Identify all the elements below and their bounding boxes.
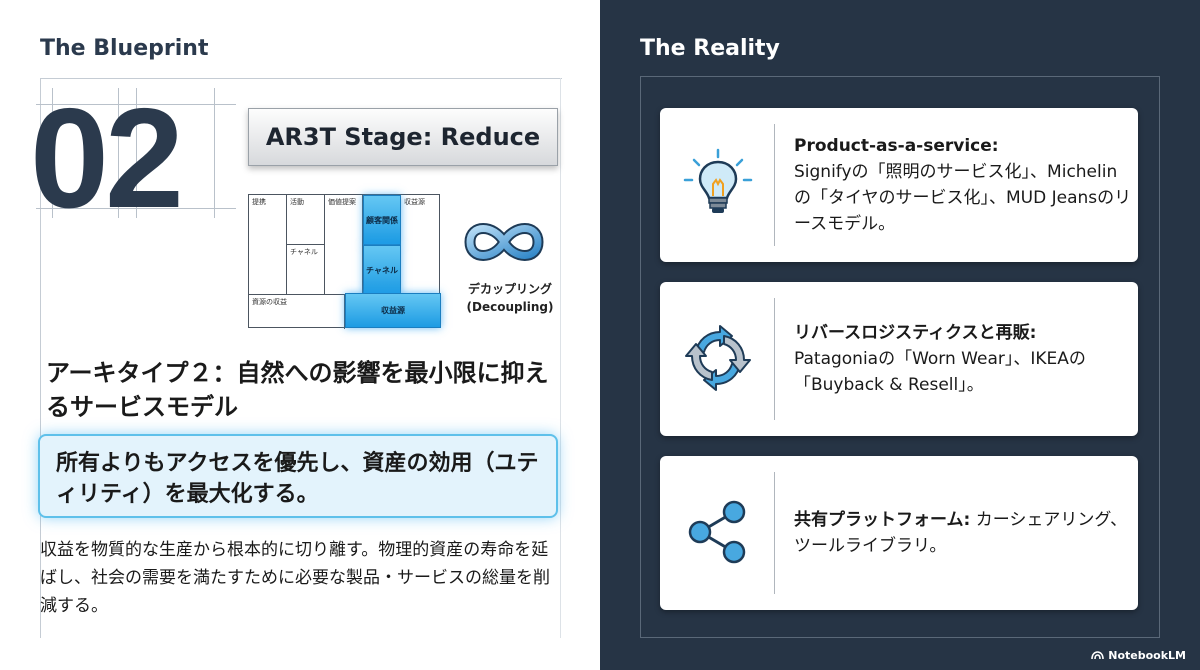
card-text: リバースロジスティクスと再販: Patagoniaの「Worn Wear」、IKE… xyxy=(794,282,1134,436)
archetype-title: アーキタイプ２：自然への影響を最小限に抑えるサービスモデル xyxy=(46,359,549,421)
business-model-canvas: 提携 活動 価値提案 収益源 資源の収益 チャネル 顧客関係 チャネル 収益源 xyxy=(248,194,441,329)
card-heading: Product-as-a-service: xyxy=(794,136,999,156)
canvas-cell-channel: チャネル xyxy=(290,248,318,256)
brand-label: NotebookLM xyxy=(1108,649,1186,662)
section-number: 02 xyxy=(30,79,184,238)
lightbulb-icon xyxy=(683,148,753,213)
canvas-cell: 収益源 xyxy=(401,195,441,295)
grid-line xyxy=(118,88,119,218)
reality-panel: The Reality Product-as-a-service: Signify… xyxy=(600,0,1200,670)
decoupling-jp: デカップリング xyxy=(467,282,552,296)
canvas-cell xyxy=(287,245,325,295)
reality-title: The Reality xyxy=(640,36,780,61)
recycle-arrows-icon xyxy=(685,325,751,391)
card-body: Patagoniaの「Worn Wear」、IKEAの「Buyback & Re… xyxy=(794,349,1086,395)
stage-label: AR3T Stage: Reduce xyxy=(248,108,558,166)
grid-line xyxy=(52,88,53,218)
canvas-highlight: 顧客関係 xyxy=(363,195,401,245)
divider xyxy=(560,78,561,638)
example-card: Product-as-a-service: Signifyの「照明のサービス化」、… xyxy=(660,108,1138,262)
blueprint-panel: The Blueprint 02 AR3T Stage: Reduce 提携 活… xyxy=(30,36,570,638)
canvas-highlight: チャネル xyxy=(363,245,401,295)
blueprint-title: The Blueprint xyxy=(40,36,209,61)
canvas-cell: 提携 xyxy=(249,195,287,295)
card-separator xyxy=(774,298,775,420)
share-network-icon xyxy=(688,500,746,564)
highlight-statement: 所有よりもアクセスを優先し、資産の効用（ユティリティ）を最大化する。 xyxy=(38,434,558,518)
card-heading: リバースロジスティクスと再販: xyxy=(794,323,1037,343)
canvas-cell: 活動 xyxy=(287,195,325,245)
card-heading: 共有プラットフォーム: xyxy=(794,510,971,530)
body-text: 収益を物質的な生産から根本的に切り離す。物理的資産の寿命を延ばし、社会の需要を満… xyxy=(40,540,550,616)
card-text: 共有プラットフォーム: カーシェアリング、ツールライブラリ。 xyxy=(794,456,1134,610)
divider xyxy=(40,78,41,638)
divider xyxy=(40,78,562,79)
grid-line xyxy=(136,88,137,218)
canvas-highlight: 収益源 xyxy=(345,293,441,328)
card-separator xyxy=(774,124,775,246)
card-body: Signifyの「照明のサービス化」、Michelinの「タイヤのサービス化」、… xyxy=(794,162,1132,234)
card-body: カーシェアリング、ツールライブラリ。 xyxy=(794,510,1128,556)
grid-line xyxy=(36,208,236,209)
decoupling-label: デカップリング (Decoupling) xyxy=(450,280,570,316)
grid-line xyxy=(36,104,236,105)
example-card: リバースロジスティクスと再販: Patagoniaの「Worn Wear」、IKE… xyxy=(660,282,1138,436)
notebooklm-logo-icon xyxy=(1091,651,1105,660)
canvas-cell: 価値提案 xyxy=(325,195,363,295)
brand-watermark: NotebookLM xyxy=(1091,649,1186,662)
reality-frame xyxy=(640,76,1160,638)
canvas-cell: 資源の収益 xyxy=(249,295,345,329)
infinity-icon xyxy=(464,223,544,261)
example-card: 共有プラットフォーム: カーシェアリング、ツールライブラリ。 xyxy=(660,456,1138,610)
grid-line xyxy=(214,88,215,218)
decoupling-en: (Decoupling) xyxy=(466,300,554,314)
card-text: Product-as-a-service: Signifyの「照明のサービス化」、… xyxy=(794,108,1134,262)
card-separator xyxy=(774,472,775,594)
